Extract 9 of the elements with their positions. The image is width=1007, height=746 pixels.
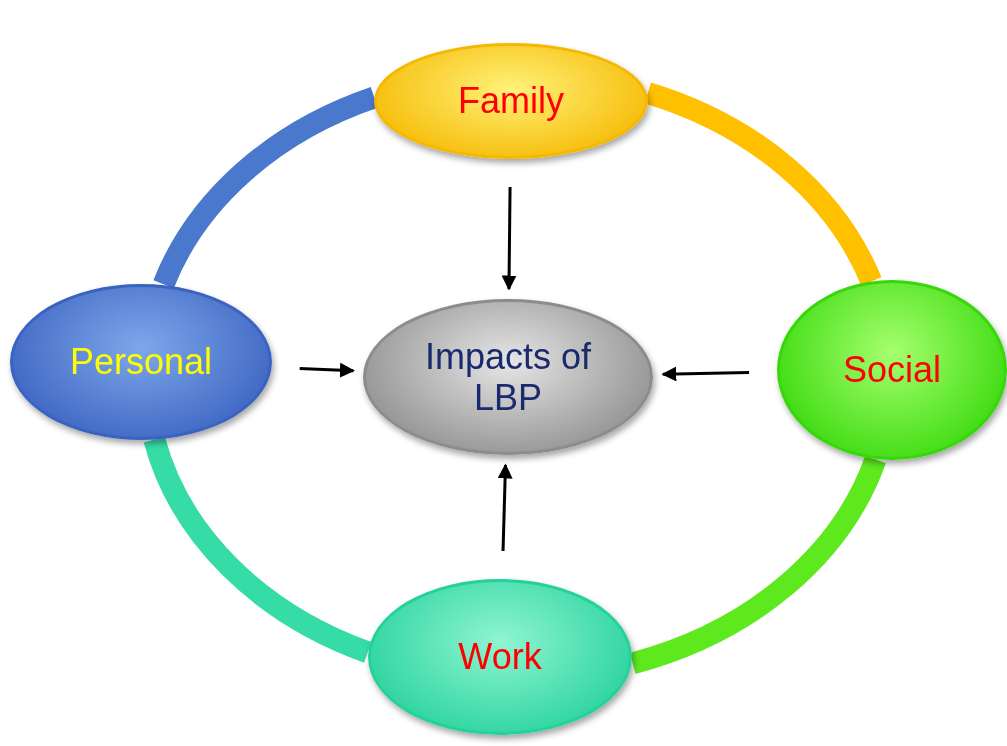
arrow [299,362,355,378]
arrow [661,366,750,382]
node-label: Social [842,349,942,391]
node-label: Work [458,636,542,678]
arrow [501,186,517,291]
node-label: Family [458,80,564,122]
node-label: Impacts of LBP [423,335,593,419]
node-label: Personal [69,341,213,383]
arrow [497,463,513,552]
